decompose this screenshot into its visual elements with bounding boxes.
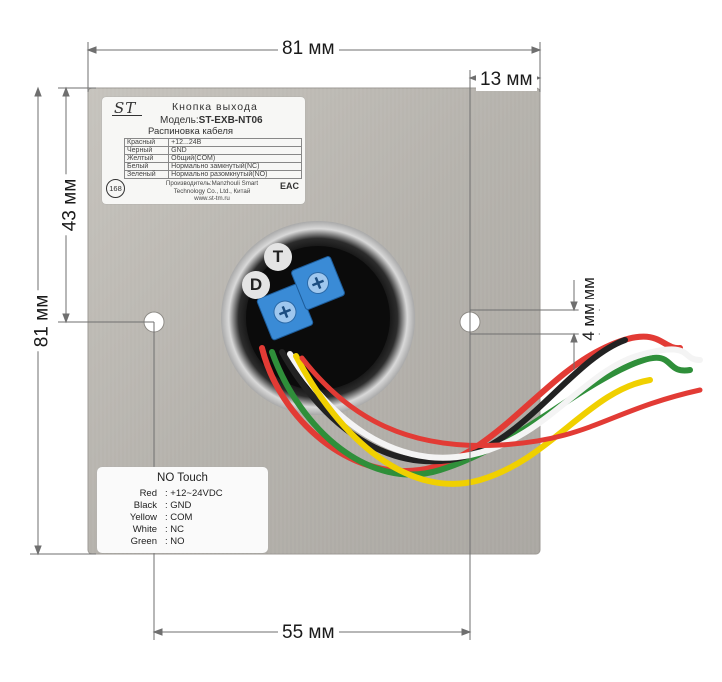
label-title: Кнопка выхода	[172, 101, 258, 113]
label-model: Модель:ST-EXB-NT06	[160, 115, 263, 126]
cable-bundle	[259, 333, 703, 487]
potentiometer-t	[291, 256, 345, 310]
label-subtitle: Распиновка кабеля	[148, 126, 234, 137]
dial-t-letter: T	[272, 247, 284, 266]
dimension-width-top: 81 мм	[278, 38, 339, 60]
dimension-hole-lower: 4 мм	[578, 299, 599, 345]
wiring-label-bottom: NO Touch Red: +12~24VDC Black: GND Yello…	[97, 467, 268, 553]
product-label-top: ST Кнопка выхода Модель:ST-EXB-NT06 Расп…	[102, 97, 305, 204]
brand-logo: ST	[114, 99, 137, 117]
dimension-height-upper: 43 мм	[59, 174, 82, 236]
manufacturer-info: Производитель:Manzhouli Smart Technology…	[165, 180, 259, 202]
dimension-right-offset: 13 мм	[476, 69, 537, 91]
potentiometer-d	[256, 283, 314, 341]
eac-mark: EAC	[280, 181, 300, 191]
table-row: Красный+12...24В	[123, 138, 302, 147]
dial-t-marker	[264, 243, 292, 271]
dial-d-marker	[242, 271, 270, 299]
wiring-title: NO Touch	[157, 472, 208, 484]
dimension-hole-spacing: 55 мм	[278, 622, 339, 644]
dimension-height-left: 81 мм	[31, 290, 54, 352]
dial-d-letter: D	[249, 275, 263, 294]
age-badge: 168	[106, 179, 125, 198]
